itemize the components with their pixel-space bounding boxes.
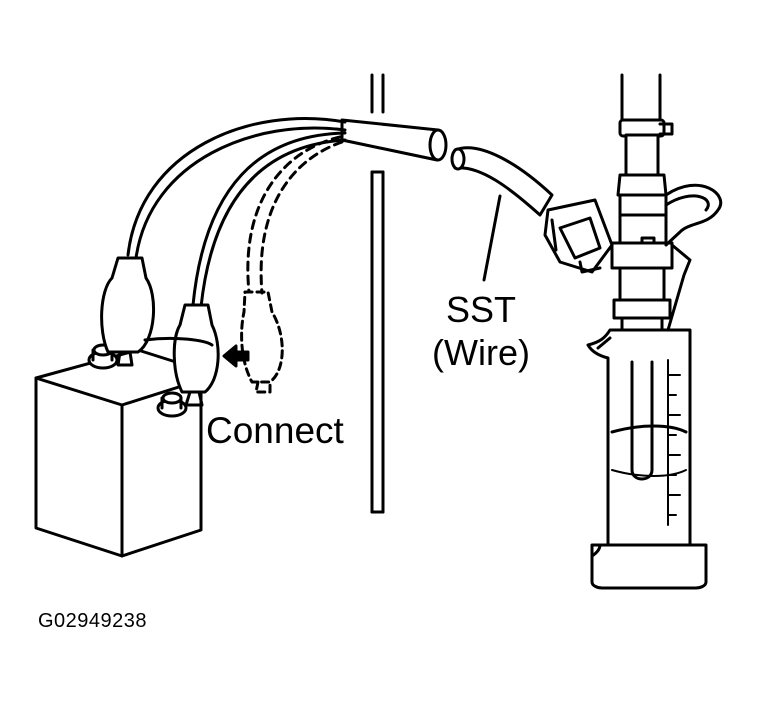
alligator-clip-dashed (242, 292, 283, 392)
figure-code: G02949238 (38, 610, 148, 632)
fuel-injector (612, 75, 721, 362)
measuring-cylinder (588, 330, 706, 588)
sst-wire (452, 148, 552, 280)
sst-wire-label: SST (Wire) (432, 288, 530, 374)
sst-label-line1: SST (445, 289, 516, 330)
connect-arrow (224, 346, 248, 366)
section-divider (372, 75, 383, 512)
test-wire-harness (128, 118, 446, 307)
battery (36, 345, 201, 556)
alligator-clip-connected (102, 258, 154, 365)
ground-wire (145, 338, 212, 345)
injector-connector (545, 200, 612, 272)
connect-label: Connect (206, 410, 344, 451)
alligator-clip-battery (174, 305, 218, 405)
sst-label-line2: (Wire) (432, 332, 530, 373)
